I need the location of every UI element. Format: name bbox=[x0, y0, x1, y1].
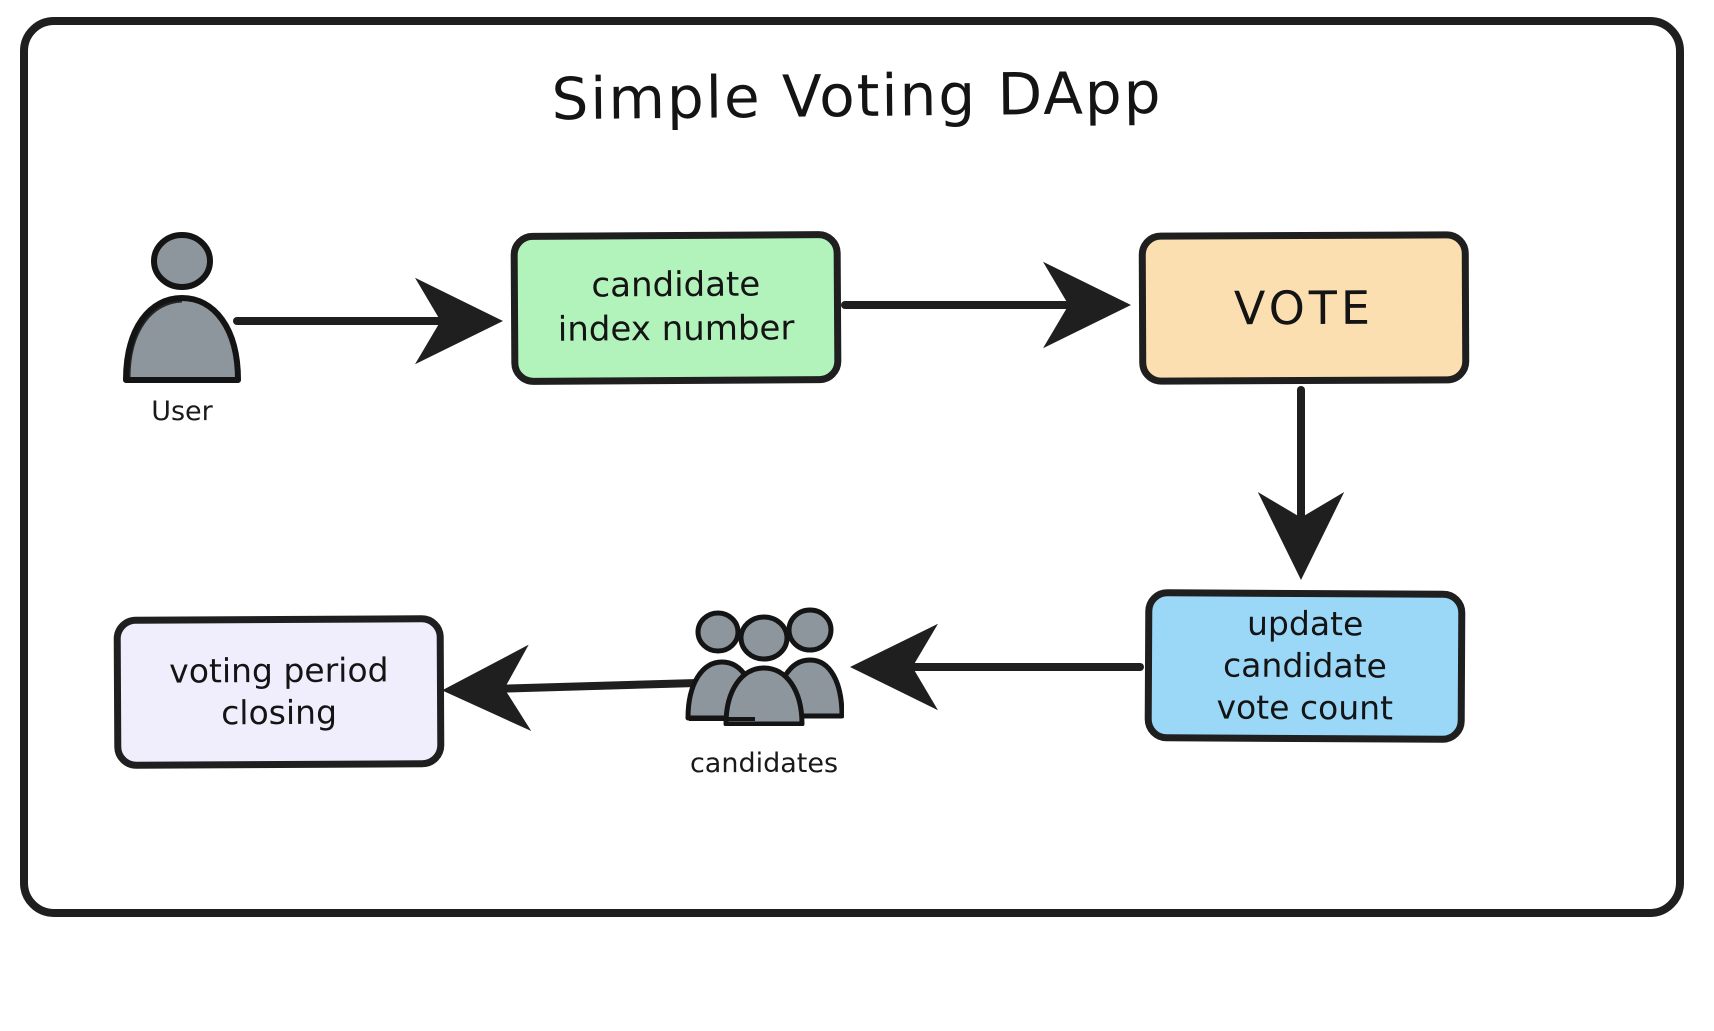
person-icon bbox=[112, 228, 252, 388]
actor-user-label: User bbox=[151, 396, 213, 427]
node-update-candidate-vote-count[interactable]: update candidate vote count bbox=[1144, 589, 1466, 743]
node-voting-period-closing[interactable]: voting period closing bbox=[113, 615, 445, 769]
actor-candidates-label: candidates bbox=[689, 748, 839, 779]
node-update-count-label: update candidate vote count bbox=[1216, 603, 1394, 728]
people-group-icon bbox=[684, 606, 845, 727]
node-candidate-index-label: candidate index number bbox=[557, 264, 795, 350]
node-vote-label: VOTE bbox=[1233, 280, 1375, 335]
diagram-frame bbox=[20, 17, 1684, 917]
node-vote[interactable]: VOTE bbox=[1138, 231, 1470, 385]
node-voting-closing-label: voting period closing bbox=[169, 650, 389, 733]
node-candidate-index[interactable]: candidate index number bbox=[510, 230, 842, 386]
